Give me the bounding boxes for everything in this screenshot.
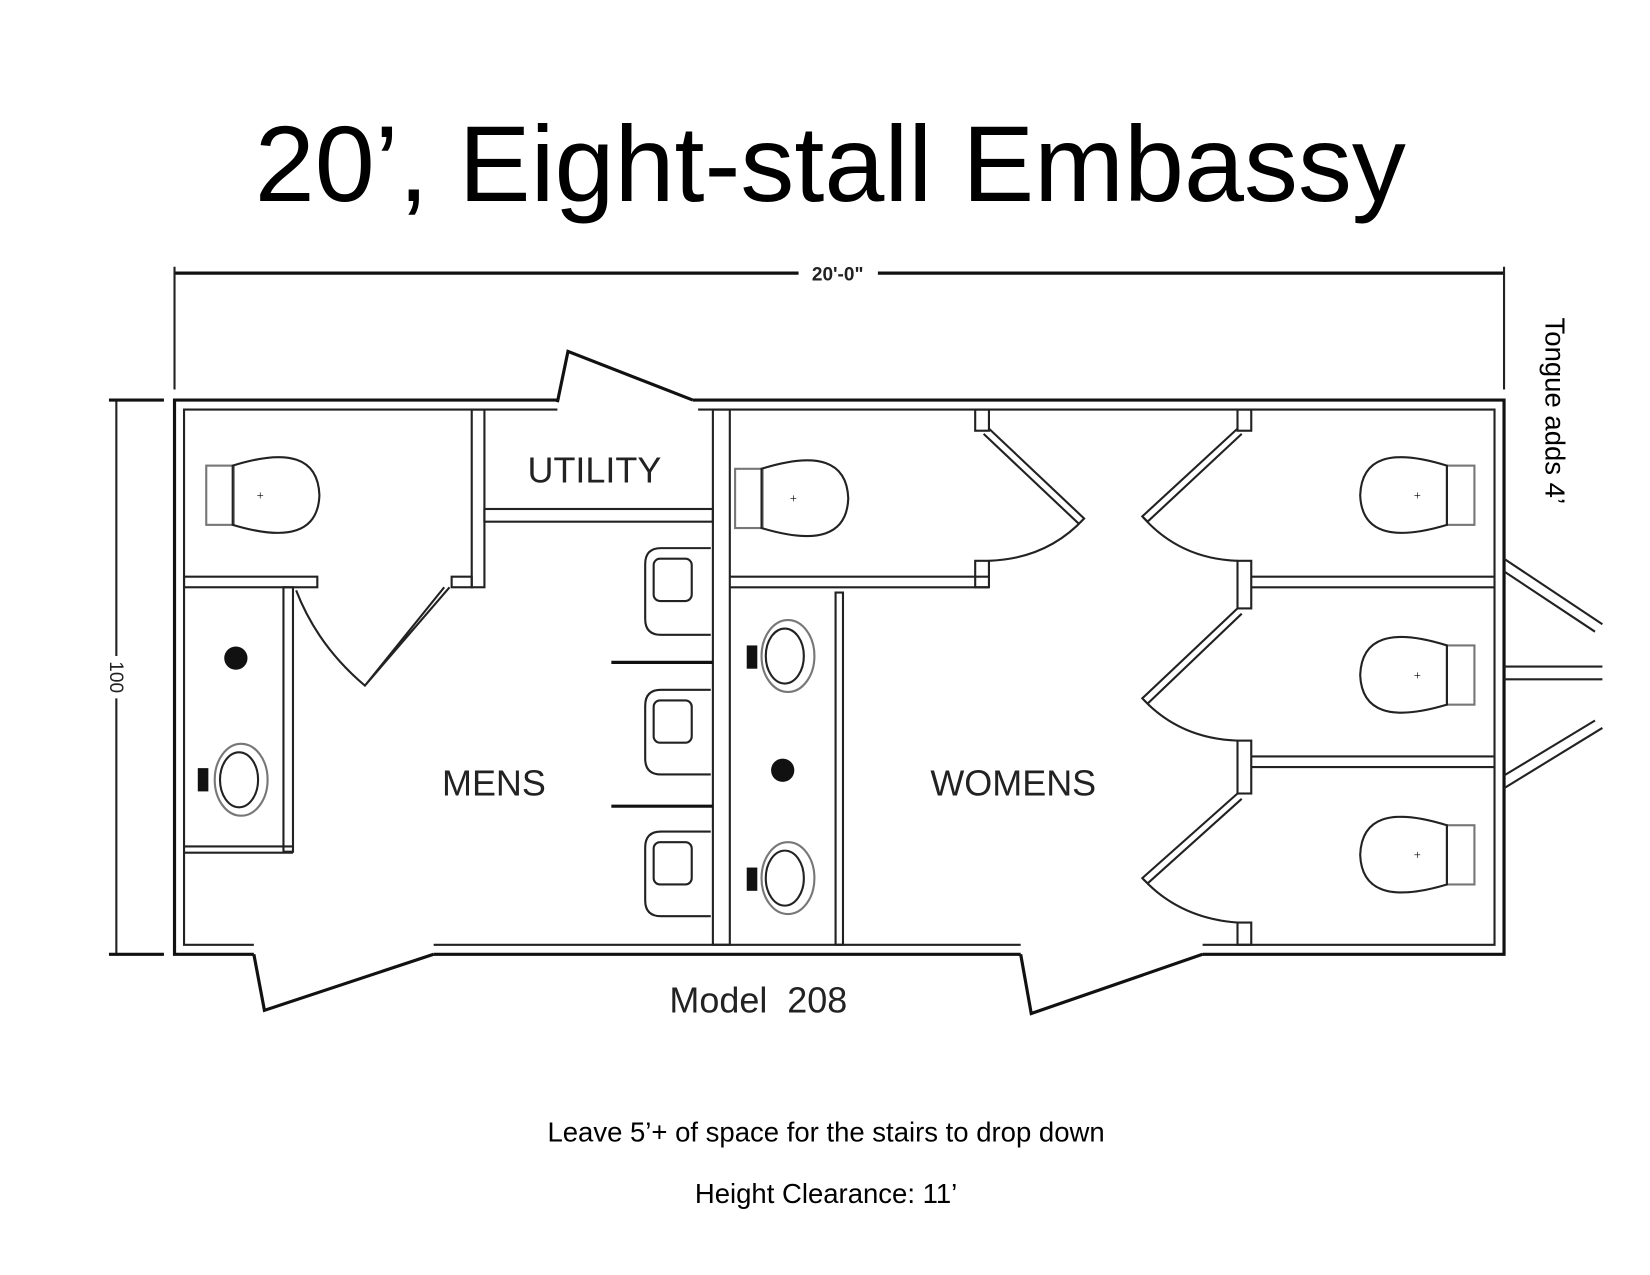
toilet-icon: + (734, 459, 850, 538)
urinal-icon (644, 830, 711, 918)
floor-drain-icon (224, 646, 248, 670)
urinal-icon (644, 688, 711, 776)
tongue-note: Tongue adds 4’ (1539, 318, 1570, 505)
page-title: 20’, Eight-stall Embassy (255, 103, 1406, 224)
sink-icon (746, 618, 816, 694)
svg-text:+: + (1414, 488, 1421, 502)
door-mens-entry (252, 952, 435, 1013)
depth-dimension: 100 (105, 398, 164, 956)
stall-doors (295, 427, 1243, 924)
sink-icon (746, 841, 816, 916)
svg-text:+: + (1414, 848, 1421, 862)
svg-text:+: + (1414, 668, 1421, 682)
toilet-icon: + (1359, 815, 1476, 894)
height-clearance-note: Height Clearance: 11’ (695, 1178, 957, 1209)
depth-dimension-label: 100 (105, 661, 126, 693)
floor-drain-icon (771, 758, 795, 782)
sink-icon (197, 742, 269, 817)
model-label: Model 208 (669, 979, 847, 1020)
room-label-utility: UTILITY (528, 450, 662, 491)
width-dimension: 20'-0" (173, 265, 1506, 390)
room-label-womens: WOMENS (930, 763, 1096, 804)
svg-text:+: + (790, 492, 797, 506)
urinal-icon (644, 547, 711, 636)
door-womens-entry (1019, 952, 1204, 1016)
toilet-icon: + (1359, 635, 1476, 714)
width-dimension-label: 20'-0" (812, 265, 864, 286)
interior-walls (182, 408, 1495, 946)
door-top (555, 349, 694, 403)
stairs-note: Leave 5’+ of space for the stairs to dro… (547, 1116, 1104, 1147)
toilet-icon: + (1359, 456, 1476, 534)
room-label-mens: MENS (442, 763, 546, 804)
outer-walls (172, 398, 1506, 956)
trailer-tongue (1503, 557, 1603, 790)
toilet-icon: + (205, 456, 321, 534)
svg-text:+: + (257, 488, 264, 502)
